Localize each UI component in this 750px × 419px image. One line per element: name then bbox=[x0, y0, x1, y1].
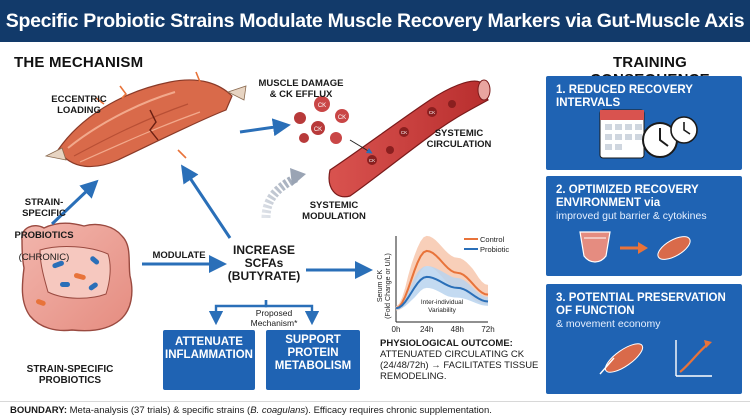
chart-annotation-line2: Variability bbox=[428, 307, 456, 314]
card2-sub: improved gut barrier & cytokines bbox=[556, 210, 707, 222]
card-preservation: 3. POTENTIAL PRESERVATION OF FUNCTION & … bbox=[546, 284, 742, 394]
page-title: Specific Probiotic Strains Modulate Musc… bbox=[5, 10, 745, 32]
svg-text:CK: CK bbox=[401, 130, 407, 135]
ck-label: CK bbox=[314, 127, 322, 133]
gut-icon bbox=[21, 222, 133, 332]
ck-label: CK bbox=[338, 115, 346, 121]
chart-annotation-line1: Inter-individual bbox=[421, 299, 464, 306]
title-bar: Specific Probiotic Strains Modulate Musc… bbox=[0, 0, 750, 42]
series-line-probiotic bbox=[395, 275, 489, 310]
chart-ylabel-line1: Serum CK bbox=[377, 270, 384, 303]
strain-chronic-label: STRAIN-SPECIFIC PROBIOTICS (CHRONIC) bbox=[6, 186, 82, 274]
blood-vessel-icon: CK CK CK bbox=[328, 79, 491, 198]
svg-text:CK: CK bbox=[369, 158, 375, 163]
strain-chronic-line3: (CHRONIC) bbox=[18, 252, 70, 263]
boundary-text-b: ). Efficacy requires chronic supplementa… bbox=[305, 405, 492, 416]
legend-probiotic: Probiotic bbox=[480, 245, 509, 254]
card-optimized-recovery: 2. OPTIMIZED RECOVERY ENVIRONMENT via im… bbox=[546, 176, 742, 276]
boundary-label: BOUNDARY: bbox=[10, 405, 67, 416]
strain-chronic-line1: STRAIN-SPECIFIC bbox=[22, 197, 66, 219]
outcome-title: PHYSIOLOGICAL OUTCOME: bbox=[380, 338, 513, 349]
muscle-icon bbox=[44, 71, 247, 168]
attenuate-inflammation-box: ATTENUATE INFLAMMATION bbox=[163, 330, 255, 390]
mechanism-title: THE MECHANISM bbox=[14, 54, 144, 71]
legend-control: Control bbox=[480, 235, 505, 244]
x-tick-label: 72h bbox=[481, 325, 494, 334]
systemic-modulation-arrow bbox=[261, 173, 299, 219]
strain-chronic-line2: PROBIOTICS bbox=[14, 230, 74, 241]
strain-specific-label: STRAIN-SPECIFIC PROBIOTICS bbox=[26, 364, 114, 386]
support-protein-label: SUPPORT PROTEIN METABOLISM bbox=[274, 334, 352, 372]
x-tick-label: 48h bbox=[451, 325, 464, 334]
systemic-modulation-label: SYSTEMIC MODULATION bbox=[302, 200, 366, 222]
series-line-control bbox=[395, 249, 489, 310]
flow-arrows bbox=[50, 118, 373, 326]
variability-band-probiotic bbox=[396, 265, 488, 310]
boundary-text-a: Meta-analysis (37 trials) & specific str… bbox=[67, 405, 251, 416]
x-tick-label: 24h bbox=[420, 325, 433, 334]
support-protein-box: SUPPORT PROTEIN METABOLISM bbox=[266, 330, 360, 390]
card1-title: 1. REDUCED RECOVERY INTERVALS bbox=[556, 84, 693, 109]
svg-text:CK: CK bbox=[429, 110, 435, 115]
muscle-damage-label: MUSCLE DAMAGE & CK EFFLUX bbox=[258, 78, 344, 100]
ck-label: CK bbox=[318, 103, 326, 109]
card3-sub: & movement economy bbox=[556, 318, 661, 330]
chart-ylabel-line2: (Fold Change or U/L) bbox=[385, 253, 392, 319]
card3-title: 3. POTENTIAL PRESERVATION OF FUNCTION bbox=[556, 292, 726, 317]
proposed-mechanism-label: Proposed Mechanism* bbox=[250, 308, 298, 328]
physiological-outcome: PHYSIOLOGICAL OUTCOME: ATTENUATED CIRCUL… bbox=[380, 338, 540, 382]
outcome-text: ATTENUATED CIRCULATING CK (24/48/72h) → … bbox=[380, 349, 539, 382]
ck-chart: Serum CK (Fold Change or U/L) 0h 24h 48h 72… bbox=[377, 235, 509, 334]
modulate-label: MODULATE bbox=[152, 250, 206, 261]
eccentric-loading-label: ECCENTRIC LOADING bbox=[51, 94, 107, 116]
increase-scfas-label: INCREASE SCFAs (BUTYRATE) bbox=[227, 243, 301, 283]
card2-title: 2. OPTIMIZED RECOVERY ENVIRONMENT via bbox=[556, 184, 699, 209]
boundary-text-italic: B. coagulans bbox=[250, 405, 306, 416]
systemic-circulation-label: SYSTEMIC CIRCULATION bbox=[426, 128, 492, 150]
card-reduced-recovery: 1. REDUCED RECOVERY INTERVALS bbox=[546, 76, 742, 170]
ck-particles bbox=[294, 96, 349, 144]
x-tick-label: 0h bbox=[392, 325, 401, 334]
attenuate-label: ATTENUATE INFLAMMATION bbox=[165, 336, 253, 361]
footer: BOUNDARY: Meta-analysis (37 trials) & sp… bbox=[0, 401, 750, 419]
boundary-note: BOUNDARY: Meta-analysis (37 trials) & sp… bbox=[10, 405, 492, 416]
